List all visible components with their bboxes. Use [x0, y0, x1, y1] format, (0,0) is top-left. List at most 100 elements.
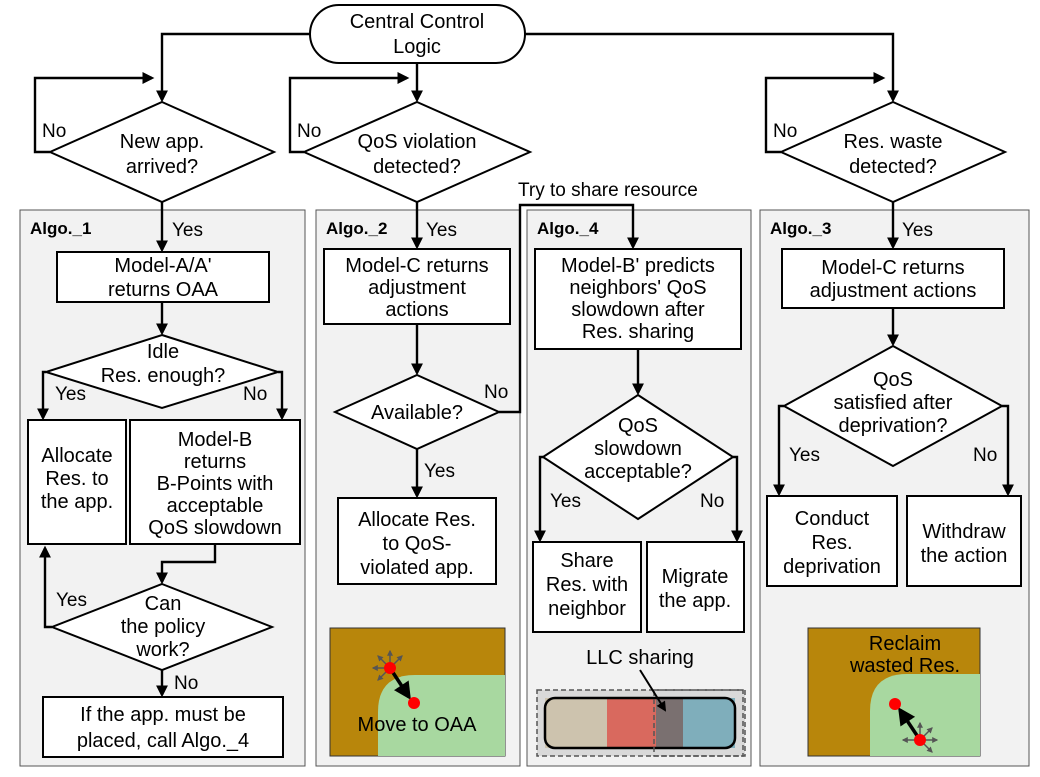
- res-waste-line2: detected?: [849, 156, 937, 178]
- share-res-line2: Res. with: [546, 574, 628, 596]
- res-waste-line1: Res. waste: [844, 131, 943, 153]
- migrate-box: [646, 541, 745, 633]
- satisfied-no-label: No: [973, 445, 997, 466]
- model-b-line5: QoS slowdown: [148, 517, 281, 539]
- withdraw-line1: Withdraw: [922, 521, 1006, 543]
- model-b-line2: returns: [184, 451, 246, 473]
- migrate-line2: the app.: [659, 590, 731, 612]
- slowdown-yes-label: Yes: [550, 491, 581, 512]
- policy-line1: Can: [145, 593, 182, 615]
- qos-satisfied-line3: deprivation?: [839, 415, 948, 437]
- conduct-deprivation-box: [766, 495, 898, 587]
- withdraw-action-box: [906, 495, 1022, 587]
- move-to-oaa-illustration: Move to OAA: [329, 627, 506, 757]
- arrow-slowdown-no: [731, 455, 743, 543]
- arrow-start-to-algo3: [525, 32, 899, 103]
- idle-no-label: No: [243, 384, 267, 405]
- allocate-qos-line1: Allocate Res.: [358, 509, 476, 531]
- slowdown-acceptable-decision: [541, 393, 735, 521]
- arrow-algo1-no-loop: [33, 72, 155, 154]
- model-b-prime-line2: neighbors' QoS: [569, 277, 706, 299]
- slowdown-line2: slowdown: [594, 438, 682, 460]
- qos-violation-line2: detected?: [373, 156, 461, 178]
- arrow-satisfied-no: [1002, 404, 1014, 497]
- move-to-oaa-caption: Move to OAA: [358, 714, 478, 736]
- reclaim-line1: Reclaim: [869, 633, 941, 655]
- slowdown-no-label: No: [700, 491, 724, 512]
- model-c3-line2: adjustment actions: [810, 280, 977, 302]
- conduct-line2: Res.: [811, 532, 852, 554]
- arrow-available-no-to-algo4: [499, 203, 639, 414]
- model-b-prime-line1: Model-B' predicts: [561, 255, 715, 277]
- algo2-no-label: No: [297, 121, 321, 142]
- allocate-res-line3: the app.: [41, 491, 113, 513]
- algo2-title: Algo._2: [326, 219, 387, 238]
- allocate-qos-box: [337, 497, 497, 585]
- allocate-qos-line3: violated app.: [360, 557, 473, 579]
- policy-line2: the policy: [121, 616, 206, 638]
- llc-sharing-illustration: LLC sharing: [536, 647, 746, 757]
- model-c3-line1: Model-C returns: [821, 257, 964, 279]
- call-algo4-line2: placed, call Algo._4: [77, 730, 249, 752]
- model-b-line1: Model-B: [178, 429, 252, 451]
- share-res-line1: Share: [560, 550, 613, 572]
- new-app-decision-line2: arrived?: [126, 156, 198, 178]
- new-app-decision-line1: New app.: [120, 131, 205, 153]
- idle-yes-label: Yes: [55, 384, 86, 405]
- slowdown-line3: acceptable?: [584, 461, 692, 483]
- model-b-line4: acceptable: [167, 495, 264, 517]
- model-c2-line3: actions: [385, 299, 448, 321]
- allocate-res-line2: Res. to: [45, 468, 108, 490]
- arrow-start-to-algo1: [156, 32, 310, 103]
- reclaim-line2: wasted Res.: [849, 655, 960, 677]
- model-a-line1: Model-A/A': [114, 255, 211, 277]
- arrow-policy-yes: [39, 545, 52, 629]
- qos-satisfied-decision: [781, 344, 1005, 468]
- arrow-algo2-no-loop: [288, 72, 410, 154]
- call-algo4-box: [42, 696, 284, 758]
- llc-sharing-caption: LLC sharing: [586, 647, 694, 669]
- call-algo4-line1: If the app. must be: [80, 704, 246, 726]
- reclaim-illustration: Reclaim wasted Res.: [807, 627, 981, 757]
- available-yes-label: Yes: [424, 461, 455, 482]
- algo3-yes-label: Yes: [902, 220, 933, 241]
- arrow-slowdown-yes: [534, 455, 546, 543]
- share-res-line3: neighbor: [548, 598, 626, 620]
- policy-no-label: No: [174, 673, 198, 694]
- try-share-label: Try to share resource: [518, 180, 698, 201]
- idle-res-decision: [42, 333, 282, 410]
- algo1-no-label: No: [42, 121, 66, 142]
- satisfied-yes-label: Yes: [789, 445, 820, 466]
- allocate-res-box: [27, 419, 127, 545]
- idle-res-line1: Idle: [147, 341, 179, 363]
- conduct-line1: Conduct: [795, 508, 870, 530]
- model-c2-line1: Model-C returns: [345, 255, 488, 277]
- model-b-prime-line3: slowdown after: [571, 299, 705, 321]
- arrow-model-b-to-policy: [156, 544, 217, 585]
- model-c2-line2: adjustment: [368, 277, 466, 299]
- algo3-no-label: No: [773, 121, 797, 142]
- algo3-title: Algo._3: [770, 219, 831, 238]
- model-b-line3: B-Points with: [157, 473, 274, 495]
- arrow-idle-yes: [37, 370, 49, 421]
- policy-line3: work?: [135, 639, 189, 661]
- algo1-yes-label: Yes: [172, 220, 203, 241]
- allocate-res-line1: Allocate: [41, 445, 112, 467]
- migrate-line1: Migrate: [662, 566, 729, 588]
- conduct-line3: deprivation: [783, 556, 881, 578]
- arrow-satisfied-yes: [773, 404, 785, 497]
- algo2-yes-label: Yes: [426, 220, 457, 241]
- arrow-idle-no: [276, 370, 288, 421]
- idle-res-line2: Res. enough?: [101, 365, 226, 387]
- qos-satisfied-line1: QoS: [873, 369, 913, 391]
- available-no-label: No: [484, 382, 508, 403]
- model-c-box-algo3: [781, 248, 1005, 309]
- central-control-line1: Central Control: [350, 11, 485, 33]
- withdraw-line2: the action: [921, 545, 1008, 567]
- share-res-box: [532, 541, 642, 633]
- qos-satisfied-line2: satisfied after: [834, 392, 953, 414]
- slowdown-line1: QoS: [618, 415, 658, 437]
- model-a-line2: returns OAA: [108, 279, 219, 301]
- arrow-algo3-no-loop: [764, 72, 886, 154]
